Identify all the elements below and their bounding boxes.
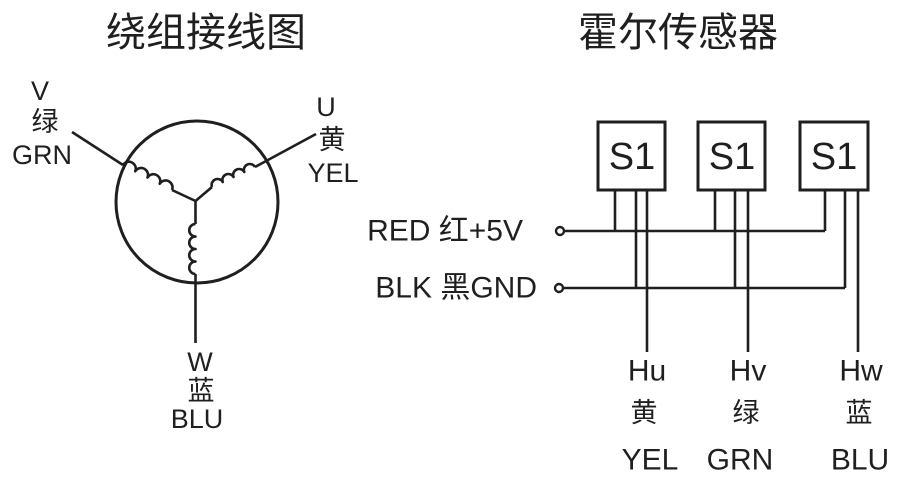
power-terminal-dot [554,225,566,237]
phase-u-color-cn: 黄 [319,125,346,155]
hall-sensor-panel: 霍尔传感器 S1 S1 S1 RED 红+5V BLK 黑GND Hu [367,11,889,477]
phase-w-color-en: BLU [171,404,224,434]
sensor-box-3 [798,120,870,192]
signal-hw-label: Hw [839,355,883,388]
terminal-label-w: W 蓝 BLU [171,347,224,434]
winding-diagram-panel: 绕组接线图 V 绿 GRN U 黄 [12,11,359,434]
motor-body-circle [114,119,280,285]
signal-hw-color-cn: 蓝 [846,398,873,428]
signal-hu-label: Hu [628,355,666,388]
output-label-hv: Hv 绿 GRN [707,355,774,477]
phase-u-label: U [316,92,336,122]
ground-terminal-dot [553,282,565,294]
signal-hv-label: Hv [730,355,767,388]
hall-sensor-title: 霍尔传感器 [578,11,778,55]
signal-hu-color-en: YEL [622,444,679,477]
phase-u-color-en: YEL [307,158,358,188]
sensor-3-pins [823,190,860,352]
sensor-2-label: S1 [709,136,755,178]
ground-rail-label: BLK 黑GND [375,272,537,305]
winding-coil-w [187,222,197,276]
signal-hw-color-en: BLU [831,444,889,477]
star-point-junction [171,186,213,224]
sensor-box-1 [596,120,667,192]
sensor-box-2 [696,120,767,192]
phase-v-label: V [31,76,49,106]
power-rail-label: RED 红+5V [367,215,523,248]
sensor-1-pins [613,190,649,352]
phase-v-color-en: GRN [12,140,72,170]
winding-coil-v [121,160,174,191]
sensor-1-label: S1 [609,136,655,178]
winding-diagram-title: 绕组接线图 [106,11,306,55]
terminal-label-u: U 黄 YEL [307,92,358,188]
winding-coil-u [210,162,257,188]
lead-wire-v [71,130,124,167]
output-label-hu: Hu 黄 YEL [622,355,679,477]
signal-hv-color-en: GRN [707,444,774,477]
sensor-3-label: S1 [811,136,857,178]
phase-w-label: W [187,347,213,377]
phase-w-color-cn: 蓝 [188,376,215,406]
phase-v-color-cn: 绿 [32,107,59,137]
signal-hu-color-cn: 黄 [631,398,658,428]
lead-wire-u [254,132,317,169]
sensor-2-pins [713,190,750,352]
terminal-label-v: V 绿 GRN [12,76,72,170]
output-label-hw: Hw 蓝 BLU [831,355,889,477]
signal-hv-color-cn: 绿 [733,398,760,428]
